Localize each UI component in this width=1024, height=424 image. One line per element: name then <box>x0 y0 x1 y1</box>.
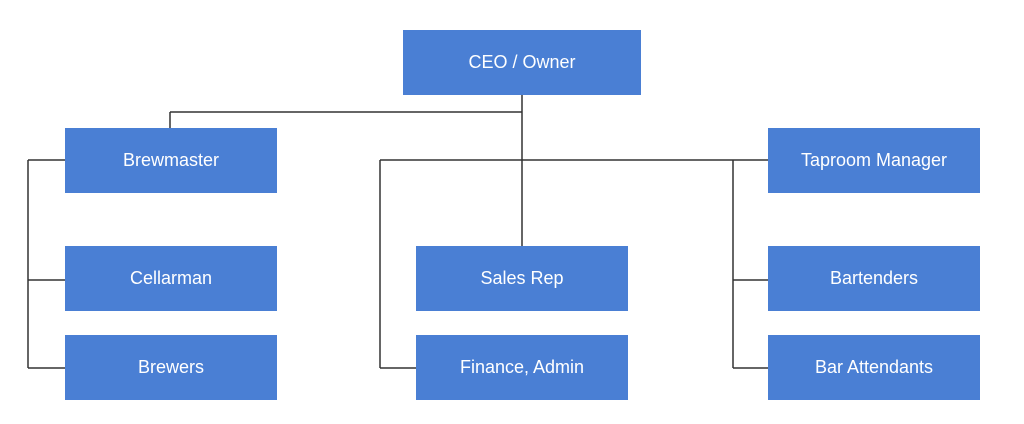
node-label: CEO / Owner <box>468 52 576 72</box>
node-label: Finance, Admin <box>459 357 585 377</box>
node-label: Bartenders <box>829 268 919 288</box>
node-label: Sales Rep <box>480 268 564 288</box>
node-label: Brewers <box>137 357 204 377</box>
node-finance-admin: Finance, Admin <box>416 335 628 400</box>
node-cellarman: Cellarman <box>65 246 277 311</box>
node-label: Brewmaster <box>122 150 220 170</box>
node-sales-rep: Sales Rep <box>416 246 628 311</box>
node-ceo-owner: CEO / Owner <box>403 30 641 95</box>
node-bar-attendants: Bar Attendants <box>768 335 980 400</box>
node-bartenders: Bartenders <box>768 246 980 311</box>
node-brewmaster: Brewmaster <box>65 128 277 193</box>
node-label: Cellarman <box>129 268 213 288</box>
node-taproom-manager: Taproom Manager <box>768 128 980 193</box>
node-label: Taproom Manager <box>800 150 948 170</box>
node-brewers: Brewers <box>65 335 277 400</box>
node-label: Bar Attendants <box>814 357 934 377</box>
